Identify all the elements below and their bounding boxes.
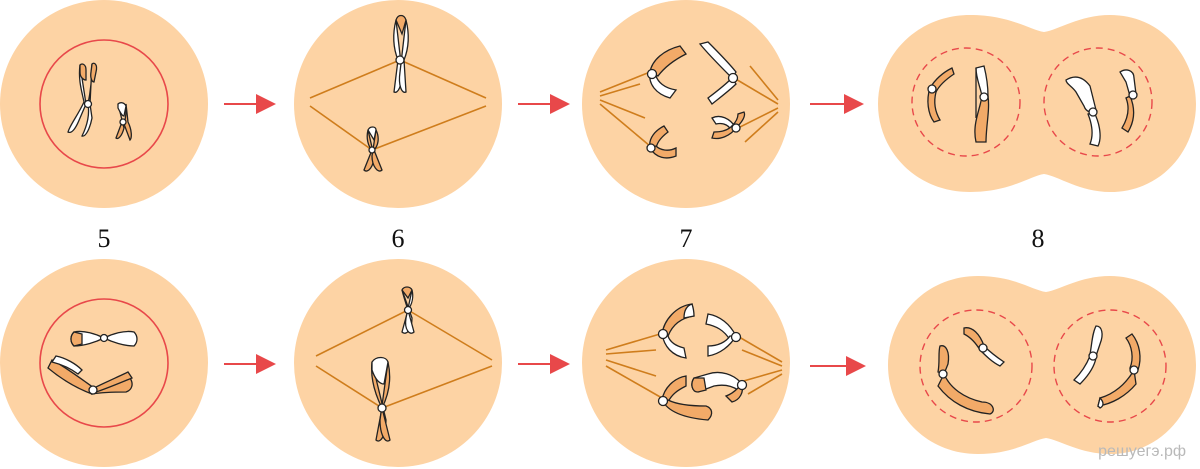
chromosome [1072, 325, 1103, 385]
centromere-dot-icon [657, 395, 669, 407]
centromere-dot-icon [368, 146, 376, 154]
cell-bottom-1 [0, 259, 208, 467]
chromosome [47, 355, 133, 395]
chromosome [705, 313, 742, 357]
cell-top-1 [0, 0, 208, 208]
nucleus-membrane [919, 309, 1033, 423]
cell-top-4 [878, 15, 1196, 192]
centromere-dot-icon [736, 379, 748, 391]
centromere-dot-icon [119, 118, 127, 126]
chromosome [646, 125, 677, 159]
nucleus-membrane [1043, 47, 1153, 157]
centromere-dot-icon [1129, 365, 1139, 375]
centromere-dot-icon [938, 369, 948, 379]
chromosome [691, 371, 748, 403]
cell-bottom-3 [582, 259, 790, 467]
nucleus-membrane [39, 298, 169, 428]
cell-bottom-4 [888, 276, 1196, 454]
centromere-dot-icon [1088, 107, 1098, 117]
stage-label-7: 7 [679, 224, 693, 253]
chromosome [657, 375, 713, 421]
centromere-dot-icon [1128, 90, 1138, 100]
chromosome [363, 126, 383, 172]
centromere-dot-icon [377, 403, 387, 413]
cell-bottom-2 [294, 259, 502, 467]
chromosome [70, 330, 138, 347]
nucleus-membrane [911, 47, 1021, 157]
centromere-dot-icon [731, 123, 741, 133]
nucleus-membrane [39, 39, 169, 169]
spindle [605, 333, 783, 399]
spindle [309, 59, 487, 151]
chromosome [1097, 333, 1141, 409]
spindle [315, 309, 493, 409]
cell-top-2 [294, 0, 502, 208]
chromosome [698, 41, 739, 105]
chromosome [1065, 76, 1101, 147]
centromere-dot-icon [657, 328, 669, 340]
chromosome [646, 45, 687, 99]
centromere-dot-icon [646, 143, 656, 153]
centromere-dot-icon [927, 84, 937, 94]
spindle [599, 65, 779, 147]
centromere-dot-icon [730, 331, 742, 343]
chromosome [711, 111, 746, 140]
centromere-dot-icon [979, 92, 989, 102]
centromere-dot-icon [99, 333, 109, 343]
chromosome [67, 62, 98, 137]
chromosome [1119, 69, 1138, 133]
chromosome [115, 102, 132, 142]
watermark: решуегэ.рф [1098, 443, 1186, 460]
chromosome [963, 327, 1006, 367]
cell-top-3 [582, 0, 790, 208]
chromosome [370, 356, 391, 442]
stage-label-6: 6 [391, 224, 405, 253]
chromosome [927, 67, 955, 123]
chromosome [393, 14, 409, 93]
centromere-dot-icon [978, 343, 988, 353]
chromosome [974, 65, 990, 143]
centromere-dot-icon [727, 72, 739, 84]
chromosome [401, 286, 415, 334]
centromere-dot-icon [1088, 351, 1098, 361]
chromosome [657, 303, 695, 359]
centromere-dot-icon [395, 55, 405, 65]
stage-label-8: 8 [1031, 224, 1045, 253]
stage-label-5: 5 [97, 224, 111, 253]
centromere-dot-icon [646, 68, 658, 80]
centromere-dot-icon [403, 305, 413, 315]
chromosome [937, 345, 994, 415]
nucleus-membrane [1053, 309, 1167, 423]
centromere-dot-icon [83, 99, 93, 109]
centromere-dot-icon [88, 385, 98, 395]
